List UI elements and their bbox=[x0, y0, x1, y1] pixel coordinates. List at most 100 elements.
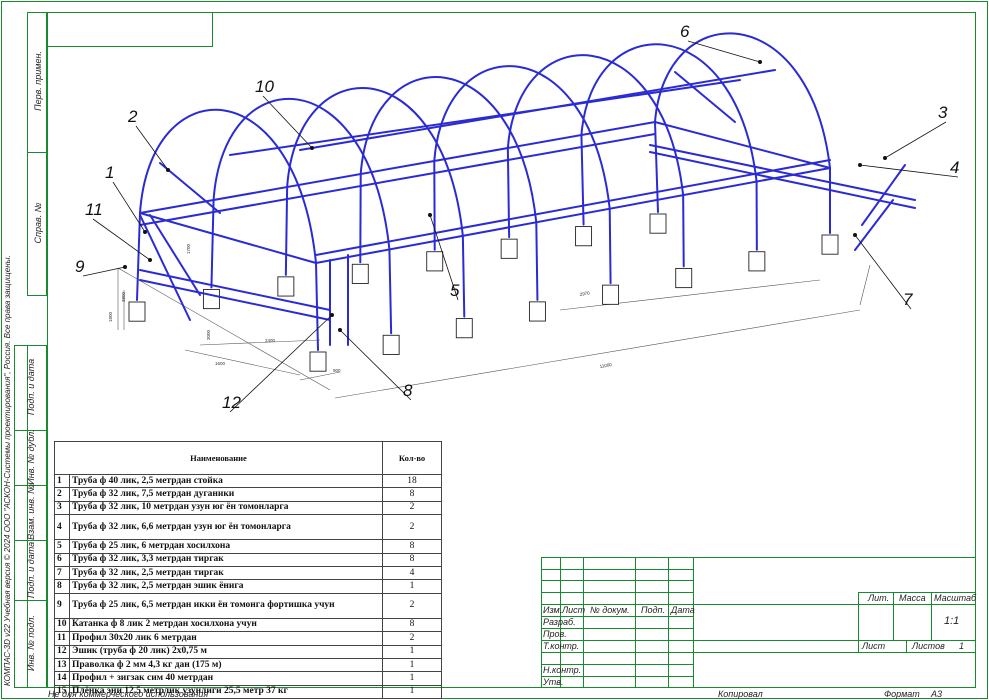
callout-leader bbox=[687, 40, 761, 63]
callout-label-8: 8 bbox=[403, 381, 413, 400]
callout-dot bbox=[758, 60, 762, 64]
tb-podp: Подп. bbox=[641, 605, 665, 615]
door-brace bbox=[139, 214, 191, 321]
callout-label-6: 6 bbox=[680, 22, 690, 41]
inner-frame bbox=[47, 12, 976, 688]
post-right bbox=[682, 194, 685, 268]
ridge-purlin bbox=[229, 79, 741, 156]
tb-nkontr: Н.контр. bbox=[543, 665, 582, 675]
bom-row-qty: 8 bbox=[382, 552, 442, 567]
tb-sheet: Лист bbox=[862, 641, 886, 651]
purlin-left-top bbox=[139, 121, 656, 214]
foundation-block bbox=[128, 301, 327, 372]
top-left-stamp-box bbox=[47, 12, 213, 47]
title-block bbox=[541, 557, 976, 688]
callout-label-4: 4 bbox=[950, 158, 959, 177]
bom-row-qty: 18 bbox=[382, 473, 442, 489]
noncommercial-note: Не для коммерческого использования bbox=[48, 689, 209, 699]
copied-label: Копировал bbox=[718, 689, 763, 699]
bom-row-qty: 2 bbox=[382, 514, 442, 541]
arch-brace bbox=[674, 71, 736, 123]
left-margin-strip-lower bbox=[14, 345, 47, 688]
bom-row-qty: 1 bbox=[382, 644, 442, 659]
bom-row-number: 3 bbox=[54, 500, 70, 516]
callout-leader bbox=[262, 95, 313, 149]
post-left bbox=[654, 121, 659, 213]
door-brace-2 bbox=[149, 214, 201, 296]
bom-row-name: Профил + зигзак сим 40 метрдан bbox=[69, 671, 383, 686]
dim-11000: 11000 bbox=[599, 362, 612, 369]
callout-dot bbox=[338, 328, 342, 332]
callout-dot bbox=[330, 313, 334, 317]
callout-label-11: 11 bbox=[85, 200, 103, 219]
arch bbox=[286, 86, 464, 237]
post-left bbox=[210, 199, 215, 289]
callout-dot bbox=[883, 156, 887, 160]
tb-scale-value: 1:1 bbox=[944, 615, 960, 627]
foundation-block bbox=[649, 213, 839, 255]
post-right bbox=[388, 248, 393, 335]
post-right bbox=[461, 234, 466, 318]
callout-leader bbox=[229, 314, 333, 413]
tb-lit: Лит. bbox=[868, 593, 890, 603]
foundation-block bbox=[426, 251, 620, 305]
bom-row-qty: 1 bbox=[382, 684, 442, 700]
bom-row-name: Труба ф 40 лик, 2,5 метрдан стойка bbox=[69, 473, 383, 489]
callout-leader bbox=[135, 125, 169, 171]
bom-row-name: Труба ф 32 лик, 2,5 метрдан эшик ёнига bbox=[69, 579, 383, 594]
post-left bbox=[284, 186, 289, 276]
dim-3000: 3000 bbox=[206, 329, 211, 340]
format-label: Формат bbox=[884, 689, 920, 699]
bom-row-number: 13 bbox=[54, 657, 70, 673]
arch-tie bbox=[654, 121, 831, 169]
bom-row-qty: 2 bbox=[382, 592, 442, 619]
bom-row-name: Труба ф 32 лик, 6,6 метрдан узун юг ён т… bbox=[69, 514, 383, 541]
callout-label-12: 12 bbox=[222, 393, 241, 412]
foundation-block bbox=[575, 226, 766, 272]
post-right bbox=[608, 207, 612, 285]
tb-prov: Пров. bbox=[543, 629, 567, 639]
foundation-block bbox=[351, 263, 546, 322]
arch bbox=[654, 32, 831, 169]
bom-row-number: 10 bbox=[54, 617, 70, 633]
end-brace-2 bbox=[854, 199, 894, 251]
tb-masshtab: Масштаб bbox=[934, 593, 977, 603]
bom-row-number: 9 bbox=[54, 592, 70, 619]
dim-1700: 1700 bbox=[186, 243, 191, 254]
arch bbox=[580, 43, 758, 183]
bom-row-number: 5 bbox=[54, 539, 70, 554]
bom-header-name: Наименование bbox=[54, 441, 383, 475]
callout-leader bbox=[854, 234, 912, 310]
callout-dot bbox=[123, 265, 127, 269]
dim-2400: 2400 bbox=[265, 338, 276, 343]
post-left bbox=[580, 134, 585, 226]
bom-row-name: Труба ф 32 лик, 10 метрдан узун юг ён то… bbox=[69, 500, 383, 516]
left-margin-strip bbox=[27, 12, 47, 296]
side-rail-3 bbox=[649, 144, 916, 201]
purlin-right-top bbox=[315, 167, 831, 264]
bom-row-number: 12 bbox=[54, 644, 70, 659]
callout-dot bbox=[310, 146, 314, 150]
tb-tkontr: Т.контр. bbox=[543, 641, 580, 651]
format-value: А3 bbox=[931, 689, 943, 699]
bom-row-qty: 4 bbox=[382, 565, 442, 581]
callout-label-9: 9 bbox=[75, 257, 85, 276]
dim-900: 900 bbox=[333, 368, 341, 373]
tb-docnum: № докум. bbox=[590, 605, 630, 615]
callout-label-1: 1 bbox=[105, 163, 114, 182]
tb-utv: Утв. bbox=[543, 677, 564, 687]
dim-3800: 3800 bbox=[121, 291, 126, 302]
bom-row-name: Эшик (труба ф 20 лик) 2х0,75 м bbox=[69, 644, 383, 659]
dim-1800: 1800 bbox=[108, 311, 113, 322]
